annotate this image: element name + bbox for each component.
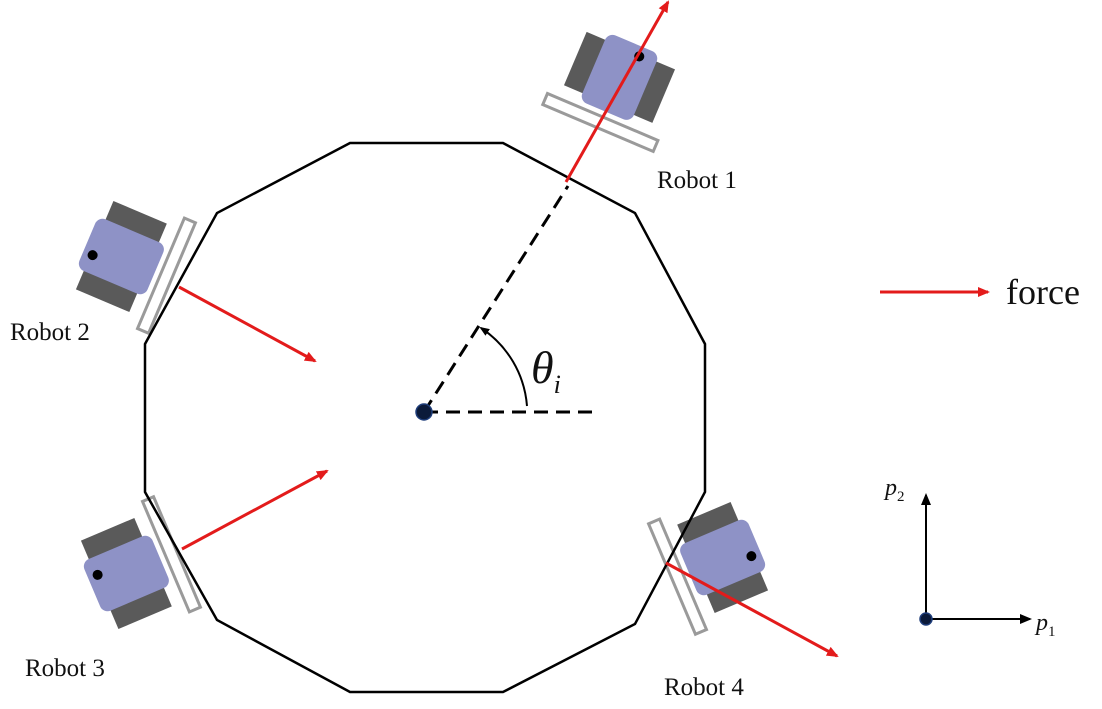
robot-1-label: Robot 1 <box>657 167 737 194</box>
robot-4-body <box>680 519 766 596</box>
robot-4 <box>646 501 769 637</box>
p1-axis-label: p1 <box>1034 610 1056 640</box>
radius-dashed-line <box>422 185 570 413</box>
object-outline <box>143 141 707 694</box>
object-center-dot <box>415 403 433 421</box>
robot-4-wheel <box>677 501 742 551</box>
robot-4-label: Robot 4 <box>664 674 744 701</box>
legend: force <box>880 272 1080 312</box>
robot-2-wheel <box>102 200 167 250</box>
robot-3 <box>80 494 203 630</box>
coordinate-frame: p1 p2 <box>883 475 1056 640</box>
robot-2-marker-dot <box>87 250 98 261</box>
robot-4-wheel <box>703 564 769 614</box>
robot-2-gripper-plate <box>135 216 198 336</box>
robot-3-label: Robot 3 <box>25 655 105 682</box>
robot-4-force-arrow <box>665 561 839 658</box>
theta-angle-label: θi <box>531 342 561 399</box>
angle-arc <box>479 326 528 407</box>
robot-4-gripper-plate <box>646 517 709 637</box>
robot-3-wheel <box>107 580 172 630</box>
robot-2-force-arrow <box>178 285 317 363</box>
robot-2-label: Robot 2 <box>10 319 90 346</box>
robot-2-wheel <box>75 263 141 313</box>
robot-2 <box>75 200 198 336</box>
robot-3-body <box>83 535 169 612</box>
robot-1-force-arrow <box>564 0 670 183</box>
robot-1 <box>540 31 676 154</box>
robot-3-force-arrow <box>181 469 329 551</box>
robot-1-wheel <box>563 31 613 97</box>
robot-3-marker-dot <box>92 569 103 580</box>
robot-1-wheel <box>626 58 676 123</box>
frame-origin-dot <box>919 612 933 626</box>
robot-2-body <box>78 218 164 295</box>
legend-force-label: force <box>1006 272 1080 312</box>
p2-axis-label: p2 <box>883 475 905 505</box>
robot-3-wheel <box>80 517 146 567</box>
robot-4-marker-dot <box>746 551 757 562</box>
